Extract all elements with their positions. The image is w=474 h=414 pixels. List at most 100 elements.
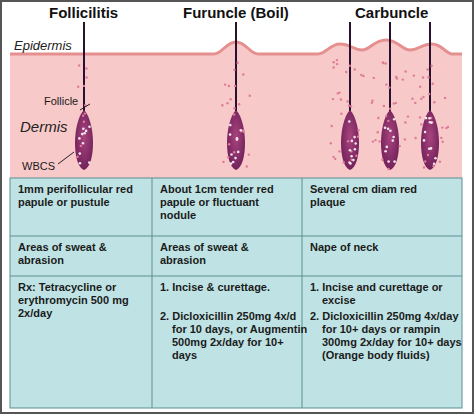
wbc-dot [349,149,352,152]
wbc-dot [389,108,391,110]
wbc-dot [433,163,436,166]
wbc-dot [78,137,81,140]
wbc-dot [227,156,229,158]
column-title: Furuncle (Boil) [183,4,289,22]
wbc-dot [347,140,349,142]
wbc-dot [337,92,339,94]
wbc-dot [230,153,233,156]
wbc-dot [234,85,236,87]
wbc-dot [385,115,387,117]
wbc-dot [85,130,88,133]
table-cell: Nape of neck [310,241,450,254]
wbc-dot [423,166,425,168]
table-cell: 2. Dicloxicillin 250mg 4x/d for 10 days,… [160,310,310,362]
wbc-dot [440,137,442,139]
wbc-dot [402,78,404,80]
table-cell: 1. Incise and curettage or excise [310,281,470,307]
leader-line [58,152,74,164]
wbc-dot [238,103,240,105]
wbc-dot [427,68,429,70]
wbc-dot [226,102,228,104]
wbc-dot [233,107,235,109]
table-cell: 1. Incise & curettage. [160,281,310,294]
wbc-dot [423,139,426,142]
wbc-dot [357,136,359,138]
wbc-dot [360,74,362,76]
wbc-dot [353,136,356,139]
wbc-dot [433,101,435,103]
row-line [10,236,462,237]
wbc-dot [386,146,389,149]
wbc-dot [228,85,230,87]
wbc-dot [236,138,239,141]
wbc-dot [444,97,446,99]
table-cell: Areas of sweat & abrasion [160,241,280,267]
wbc-dot [422,96,424,98]
table-cell: Areas of sweat & abrasion [18,241,138,267]
wbc-dot [229,124,232,127]
wbc-dot [330,142,332,144]
wbc-dot [404,70,406,72]
wbc-dot [246,165,248,167]
table-cell: About 1cm tender red papule or fluctuant… [160,183,296,222]
wbc-dot [88,161,91,164]
wbc-dot [348,120,351,123]
wbc-dot [382,61,384,63]
wbc-dot [377,131,379,133]
wbc-dot [83,121,85,123]
column-line [302,178,303,408]
wbc-dot [331,125,333,127]
wbc-dot [430,121,433,124]
wbc-dot [393,102,395,104]
wbc-dot [374,139,376,141]
wbc-dot [430,65,432,67]
wbc-dot [432,83,434,85]
wbc-dot [387,120,389,122]
wbc-dot [79,152,82,155]
wbc-dot [349,162,352,165]
wbc-dot [79,162,82,165]
wbc-dot [222,161,224,163]
wbc-dot [237,151,240,154]
wbc-dot [434,157,437,160]
wbc-dot [82,127,85,130]
wbc-dot [340,98,342,100]
wbc-dot [384,126,387,129]
wbc-dot [371,102,373,104]
wbc-dot [77,156,79,158]
wbc-dot [414,102,416,104]
wbc-dot [378,140,380,142]
wbc-dot [428,93,430,95]
wbc-dot [419,86,421,88]
wbc-dot [333,61,335,63]
wbc-dot [385,62,387,64]
wbc-dot [83,132,86,135]
wbc-dot [332,156,334,158]
column-title: Follicilitis [49,4,118,22]
wbc-dot [352,159,355,162]
wbc-dot [419,116,421,118]
wbc-dot [351,140,354,143]
part-label: WBCS [22,160,55,173]
follicles [75,110,439,170]
wbc-dot [413,74,415,76]
wbc-dot [233,151,235,153]
wbc-dot [393,118,396,121]
wbc-dot [385,83,387,85]
wbc-dot [439,161,441,163]
wbc-dot [234,157,237,160]
leader-line [80,104,90,110]
wbc-dot [80,145,82,147]
wbc-dot [348,161,351,164]
wbc-dot [333,66,335,68]
wbc-dot [88,125,91,128]
wbc-dot [396,77,398,79]
wbc-dot [427,154,429,156]
wbc-dot [248,153,250,155]
wbc-dot [346,100,348,102]
wbc-dot [78,64,80,66]
table-cell: 2. Dicloxicillin 250mg 4x/day for 10+ da… [310,310,470,362]
wbc-dot [384,150,387,153]
wbc-dot [340,113,342,115]
